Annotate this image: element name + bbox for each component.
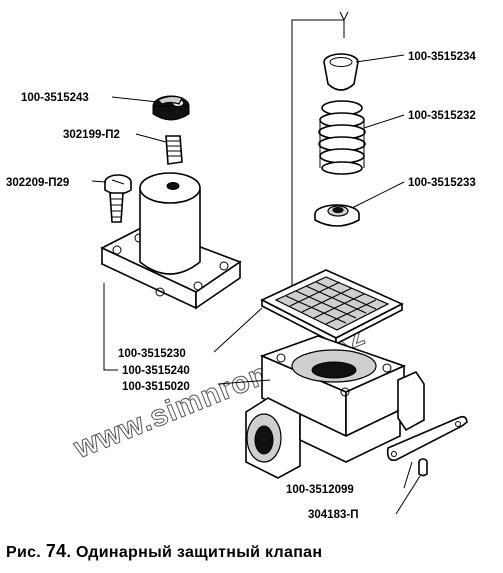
label-bolt: 302209-П29 — [6, 177, 69, 189]
label-spring: 100-3515232 — [408, 110, 476, 122]
valve-cap-part — [323, 53, 359, 91]
caption-separator: . — [66, 544, 72, 561]
spring-part — [318, 100, 366, 175]
label-filter-screen: 100-3515230 — [118, 348, 186, 360]
cap-nut-part — [152, 95, 190, 121]
spring-pin-part — [165, 135, 183, 165]
label-cap-nut: 100-3515243 — [21, 92, 89, 104]
label-spring-pin: 302199-П2 — [63, 129, 120, 141]
filter-screen-part — [260, 269, 404, 346]
bracket-part — [386, 415, 468, 462]
label-valve-seat: 100-3515233 — [408, 177, 476, 189]
label-pin: 304183-П — [308, 509, 358, 521]
part-number-labels: 100-3515243 302199-П2 302209-П29 100-351… — [6, 51, 476, 521]
assembly-axis-line — [291, 11, 349, 300]
leader-lines — [91, 54, 421, 515]
bolt-part — [104, 174, 132, 223]
valve-body-part — [245, 335, 425, 479]
caption-prefix: Рис. — [6, 544, 42, 561]
figure-number: 74 — [45, 541, 67, 561]
pin-part — [418, 458, 428, 477]
figure-title: Одинарный защитный клапан — [75, 544, 323, 561]
valve-cover-part — [100, 172, 242, 310]
label-gasket: 100-3515240 — [122, 365, 190, 377]
figure-caption: Рис. 74. Одинарный защитный клапан — [6, 541, 322, 562]
valve-seat-part — [314, 204, 360, 227]
label-bracket: 100-3512099 — [286, 484, 354, 496]
label-valve-body: 100-3515020 — [122, 381, 190, 393]
label-valve-cap: 100-3515234 — [408, 51, 476, 63]
